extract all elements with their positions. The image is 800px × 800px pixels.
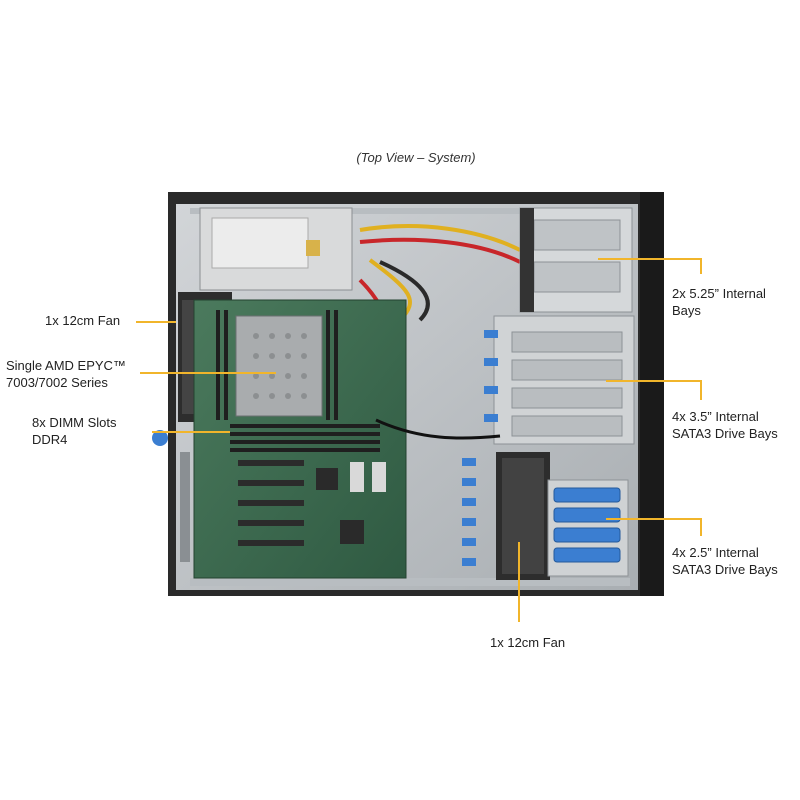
leader-bays-35-h bbox=[606, 380, 702, 382]
leader-dimm bbox=[152, 431, 230, 433]
sata-cable bbox=[375, 418, 501, 440]
leader-bays-525-v bbox=[700, 258, 702, 274]
leader-fan-left bbox=[136, 321, 176, 323]
expansion-brackets bbox=[180, 452, 190, 562]
leader-cpu bbox=[140, 372, 276, 374]
label-bays-25: 4x 2.5” Internal SATA3 Drive Bays bbox=[672, 545, 778, 577]
label-fan-left: 1x 12cm Fan bbox=[45, 313, 121, 328]
label-dimm: 8x DIMM Slots DDR4 bbox=[32, 415, 117, 447]
bottom-fan bbox=[496, 452, 550, 580]
drive-cage-35 bbox=[484, 315, 635, 445]
pcie-slots bbox=[238, 460, 304, 546]
thumbscrew bbox=[152, 430, 168, 446]
dimm-slots bbox=[216, 310, 380, 452]
label-bays-525: 2x 5.25” Internal Bays bbox=[672, 286, 766, 318]
label-cpu: Single AMD EPYC™ 7003/7002 Series bbox=[6, 358, 126, 390]
label-fan-bottom: 1x 12cm Fan bbox=[490, 635, 566, 650]
leader-bays-25-v bbox=[700, 518, 702, 536]
optical-bays-525 bbox=[519, 207, 633, 313]
drive-cage-25 bbox=[547, 479, 629, 577]
power-supply-unit bbox=[199, 207, 353, 291]
chassis-rim-slots bbox=[190, 208, 630, 586]
figure-caption: (Top View – System) bbox=[356, 150, 476, 165]
leader-bays-525-h bbox=[598, 258, 702, 260]
blue-tray-clips bbox=[462, 458, 476, 566]
leader-fan-bottom bbox=[518, 542, 520, 622]
motherboard bbox=[193, 299, 407, 579]
label-bays-35: 4x 3.5” Internal SATA3 Drive Bays bbox=[672, 409, 778, 441]
leader-bays-25-h bbox=[606, 518, 702, 520]
leader-bays-35-v bbox=[700, 380, 702, 400]
